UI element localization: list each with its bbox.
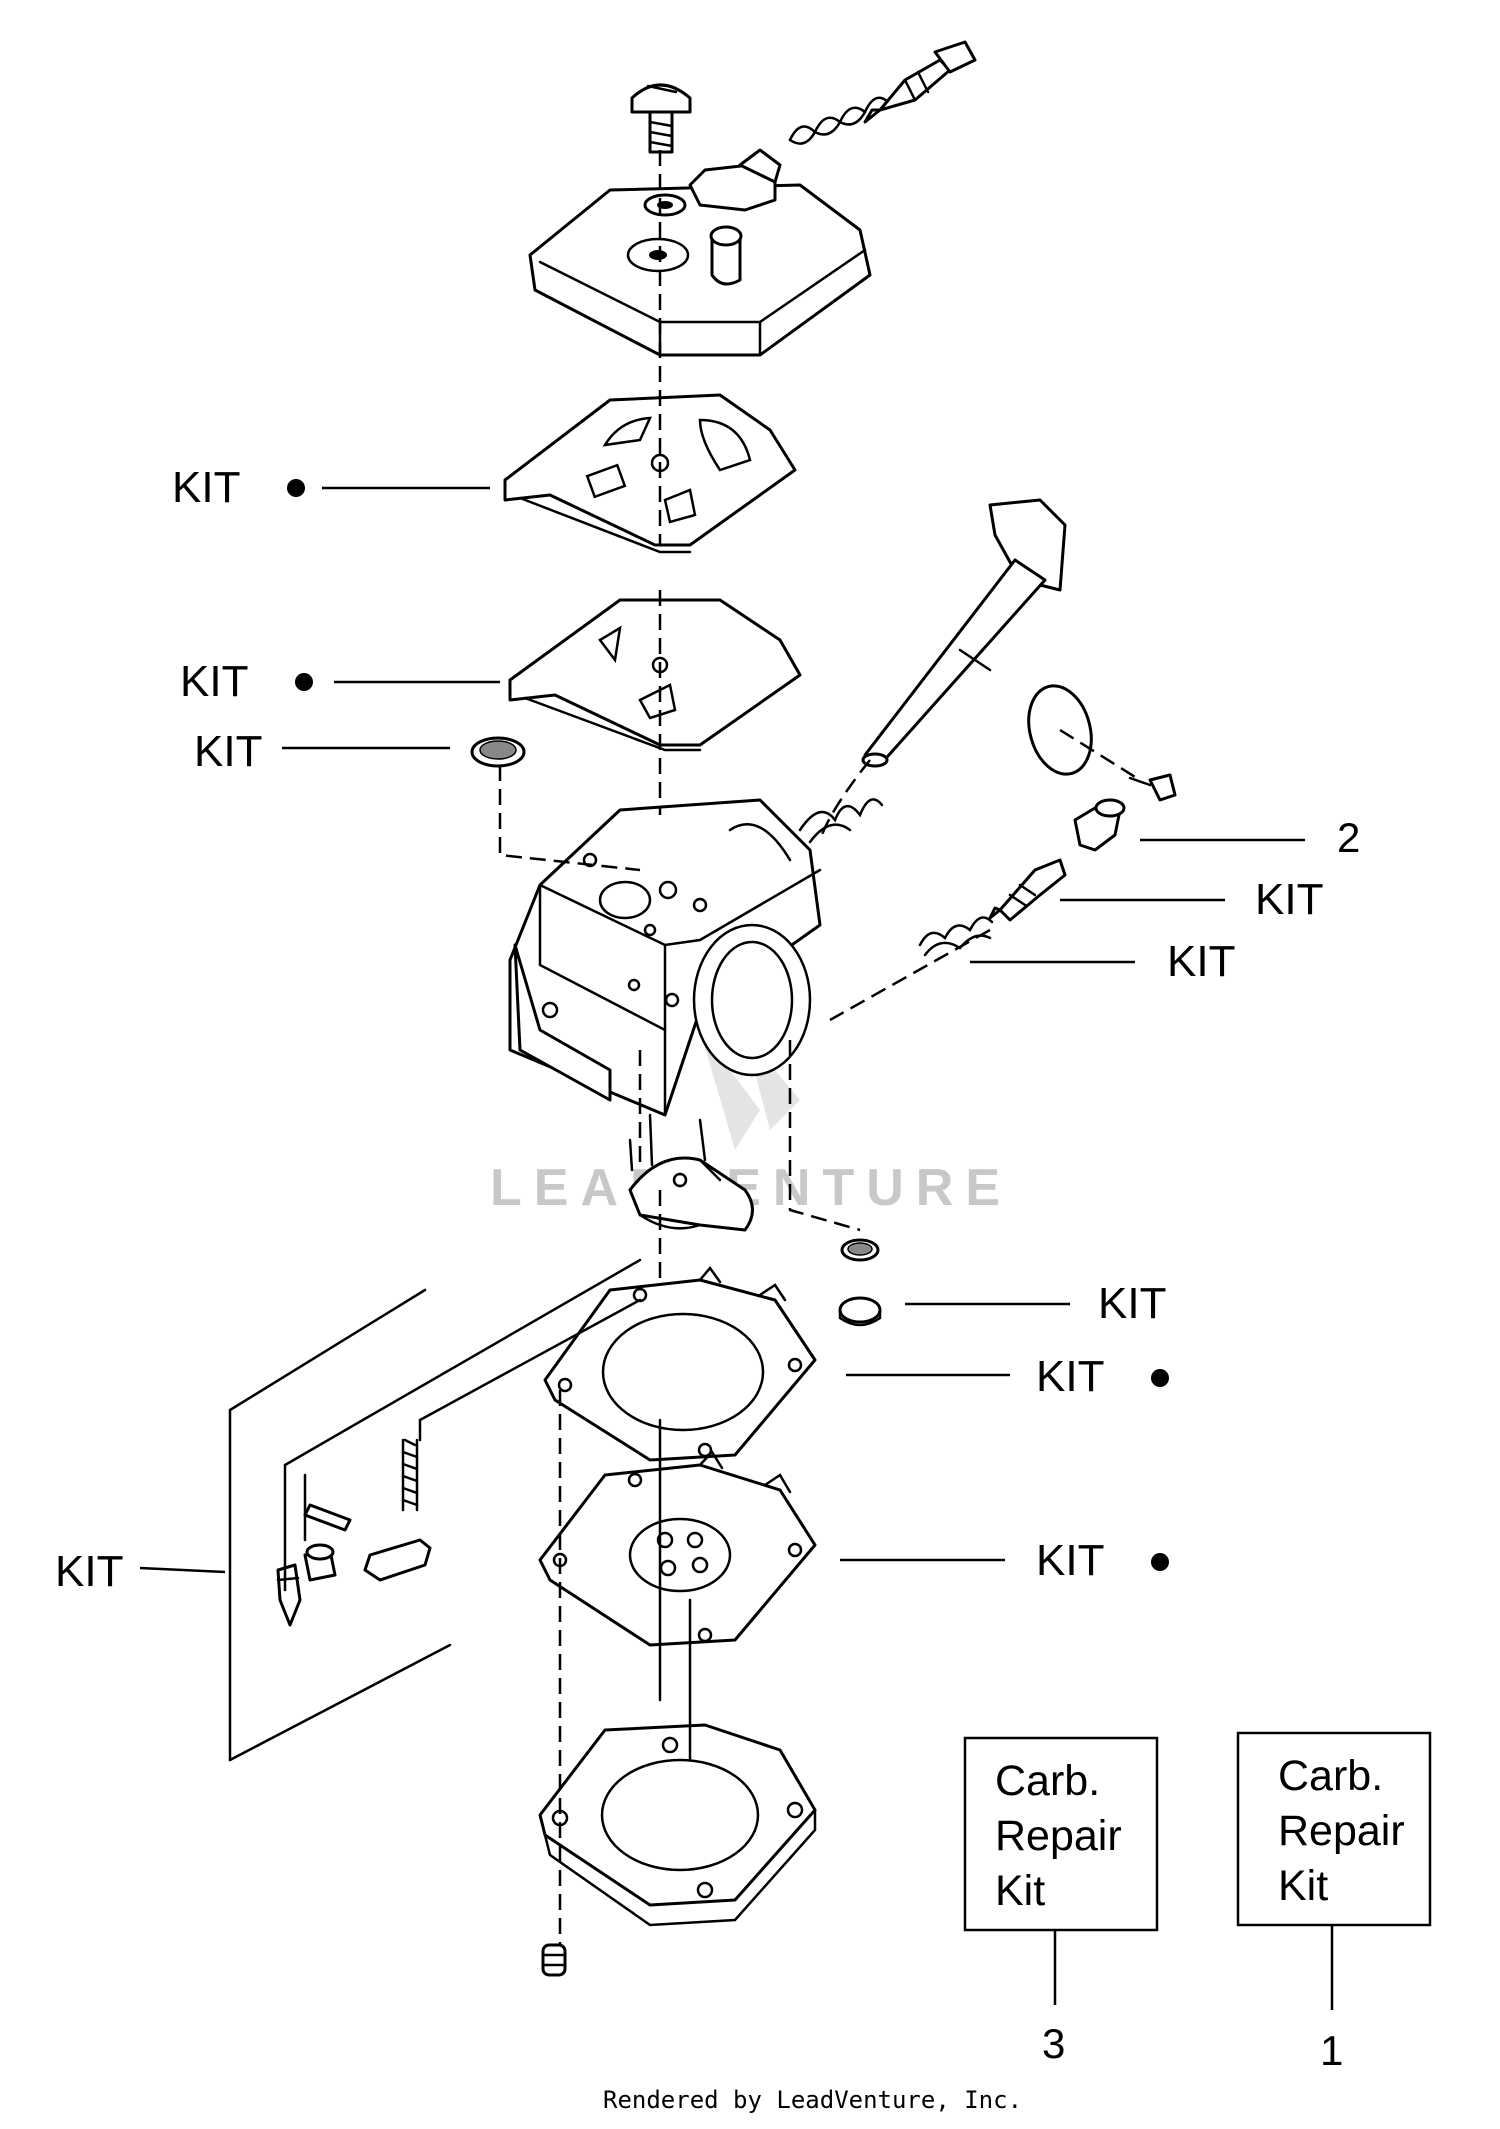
callout-kit-inlet-needle-group-label: KIT [55, 1547, 123, 1596]
welch-plug [838, 1296, 882, 1327]
lever-screw [303, 1543, 337, 1582]
footer-credit: Rendered by LeadVenture, Inc. [603, 2086, 1022, 2114]
repair-kit-box-3-ref: 3 [1042, 2020, 1065, 2067]
metering-diaphragm [538, 1449, 817, 1647]
pump-cover [528, 148, 872, 357]
metering-spring [401, 1438, 419, 1512]
callout-kit-metering-gasket: KIT [846, 1352, 1169, 1401]
part-2-fitting [1073, 798, 1126, 852]
callout-kit-pump-gasket: KIT [172, 463, 490, 512]
pump-diaphragm [508, 598, 802, 752]
repair-kit-box-1-line-3: Kit [1278, 1862, 1328, 1910]
inlet-screen [470, 736, 526, 768]
idle-adjust-screw [863, 40, 977, 124]
callout-kit-low-needle: KIT [1060, 875, 1323, 924]
fuel-screen-2 [840, 1238, 880, 1262]
callout-kit-pump-diaphragm-bullet [295, 673, 313, 691]
throttle-spring [798, 798, 884, 844]
metering-lever [363, 1538, 432, 1582]
pump-gasket [503, 393, 797, 554]
inlet-lever-diaphragm [628, 1156, 754, 1232]
callout-kit-pump-gasket-label: KIT [172, 463, 240, 512]
repair-kit-box-1-ref: 1 [1320, 2027, 1343, 2074]
repair-kit-box-3-line-3: Kit [995, 1867, 1045, 1915]
callout-part-2-label: 2 [1337, 814, 1360, 861]
callout-kit-inlet-screen: KIT [194, 727, 450, 776]
repair-kit-box-1-line-1: Carb. [1278, 1752, 1383, 1800]
repair-kit-box-3-line-2: Repair [995, 1812, 1122, 1860]
callout-kit-pump-diaphragm: KIT [180, 657, 500, 706]
cover-bottom-screw [541, 1943, 567, 1977]
low-speed-needle [988, 858, 1067, 922]
cover-screw [630, 83, 692, 154]
carburetor-body [508, 798, 822, 1117]
callout-kit-metering-diaphragm: KIT [840, 1536, 1169, 1585]
throttle-screw [1128, 773, 1177, 802]
callout-kit-pump-gasket-bullet [287, 479, 305, 497]
callout-kit-metering-gasket-bullet [1151, 1369, 1169, 1387]
inlet-needle [276, 1563, 302, 1627]
repair-kit-box-1-line-2: Repair [1278, 1807, 1405, 1855]
hinge-pin [303, 1503, 352, 1532]
alignment-lines [498, 150, 1141, 1945]
callout-kit-inlet-screen-label: KIT [194, 727, 262, 776]
metering-gasket [543, 1265, 817, 1462]
callout-kit-low-needle-label: KIT [1255, 875, 1323, 924]
idle-screw-spring [788, 96, 890, 145]
callout-kit-metering-diaphragm-bullet [1151, 1553, 1169, 1571]
callout-kit-welch-plug: KIT [905, 1279, 1166, 1328]
repair-kit-box-3: Carb. Repair Kit 3 [963, 1736, 1159, 2067]
callout-kit-metering-gasket-label: KIT [1036, 1352, 1104, 1401]
callout-kit-needle-spring: KIT [970, 937, 1235, 986]
callout-kit-metering-diaphragm-label: KIT [1036, 1536, 1104, 1585]
callout-part-2: 2 [1140, 814, 1360, 861]
callout-kit-pump-diaphragm-label: KIT [180, 657, 248, 706]
callout-kit-welch-plug-label: KIT [1098, 1279, 1166, 1328]
callout-kit-needle-spring-label: KIT [1167, 937, 1235, 986]
repair-kit-box-3-line-1: Carb. [995, 1757, 1100, 1805]
callout-kit-inlet-needle-group: KIT [55, 1547, 226, 1596]
metering-cover [538, 1723, 817, 1927]
repair-kit-box-1: Carb. Repair Kit 1 [1236, 1731, 1432, 2074]
kit-group-bracket [228, 1258, 642, 1762]
